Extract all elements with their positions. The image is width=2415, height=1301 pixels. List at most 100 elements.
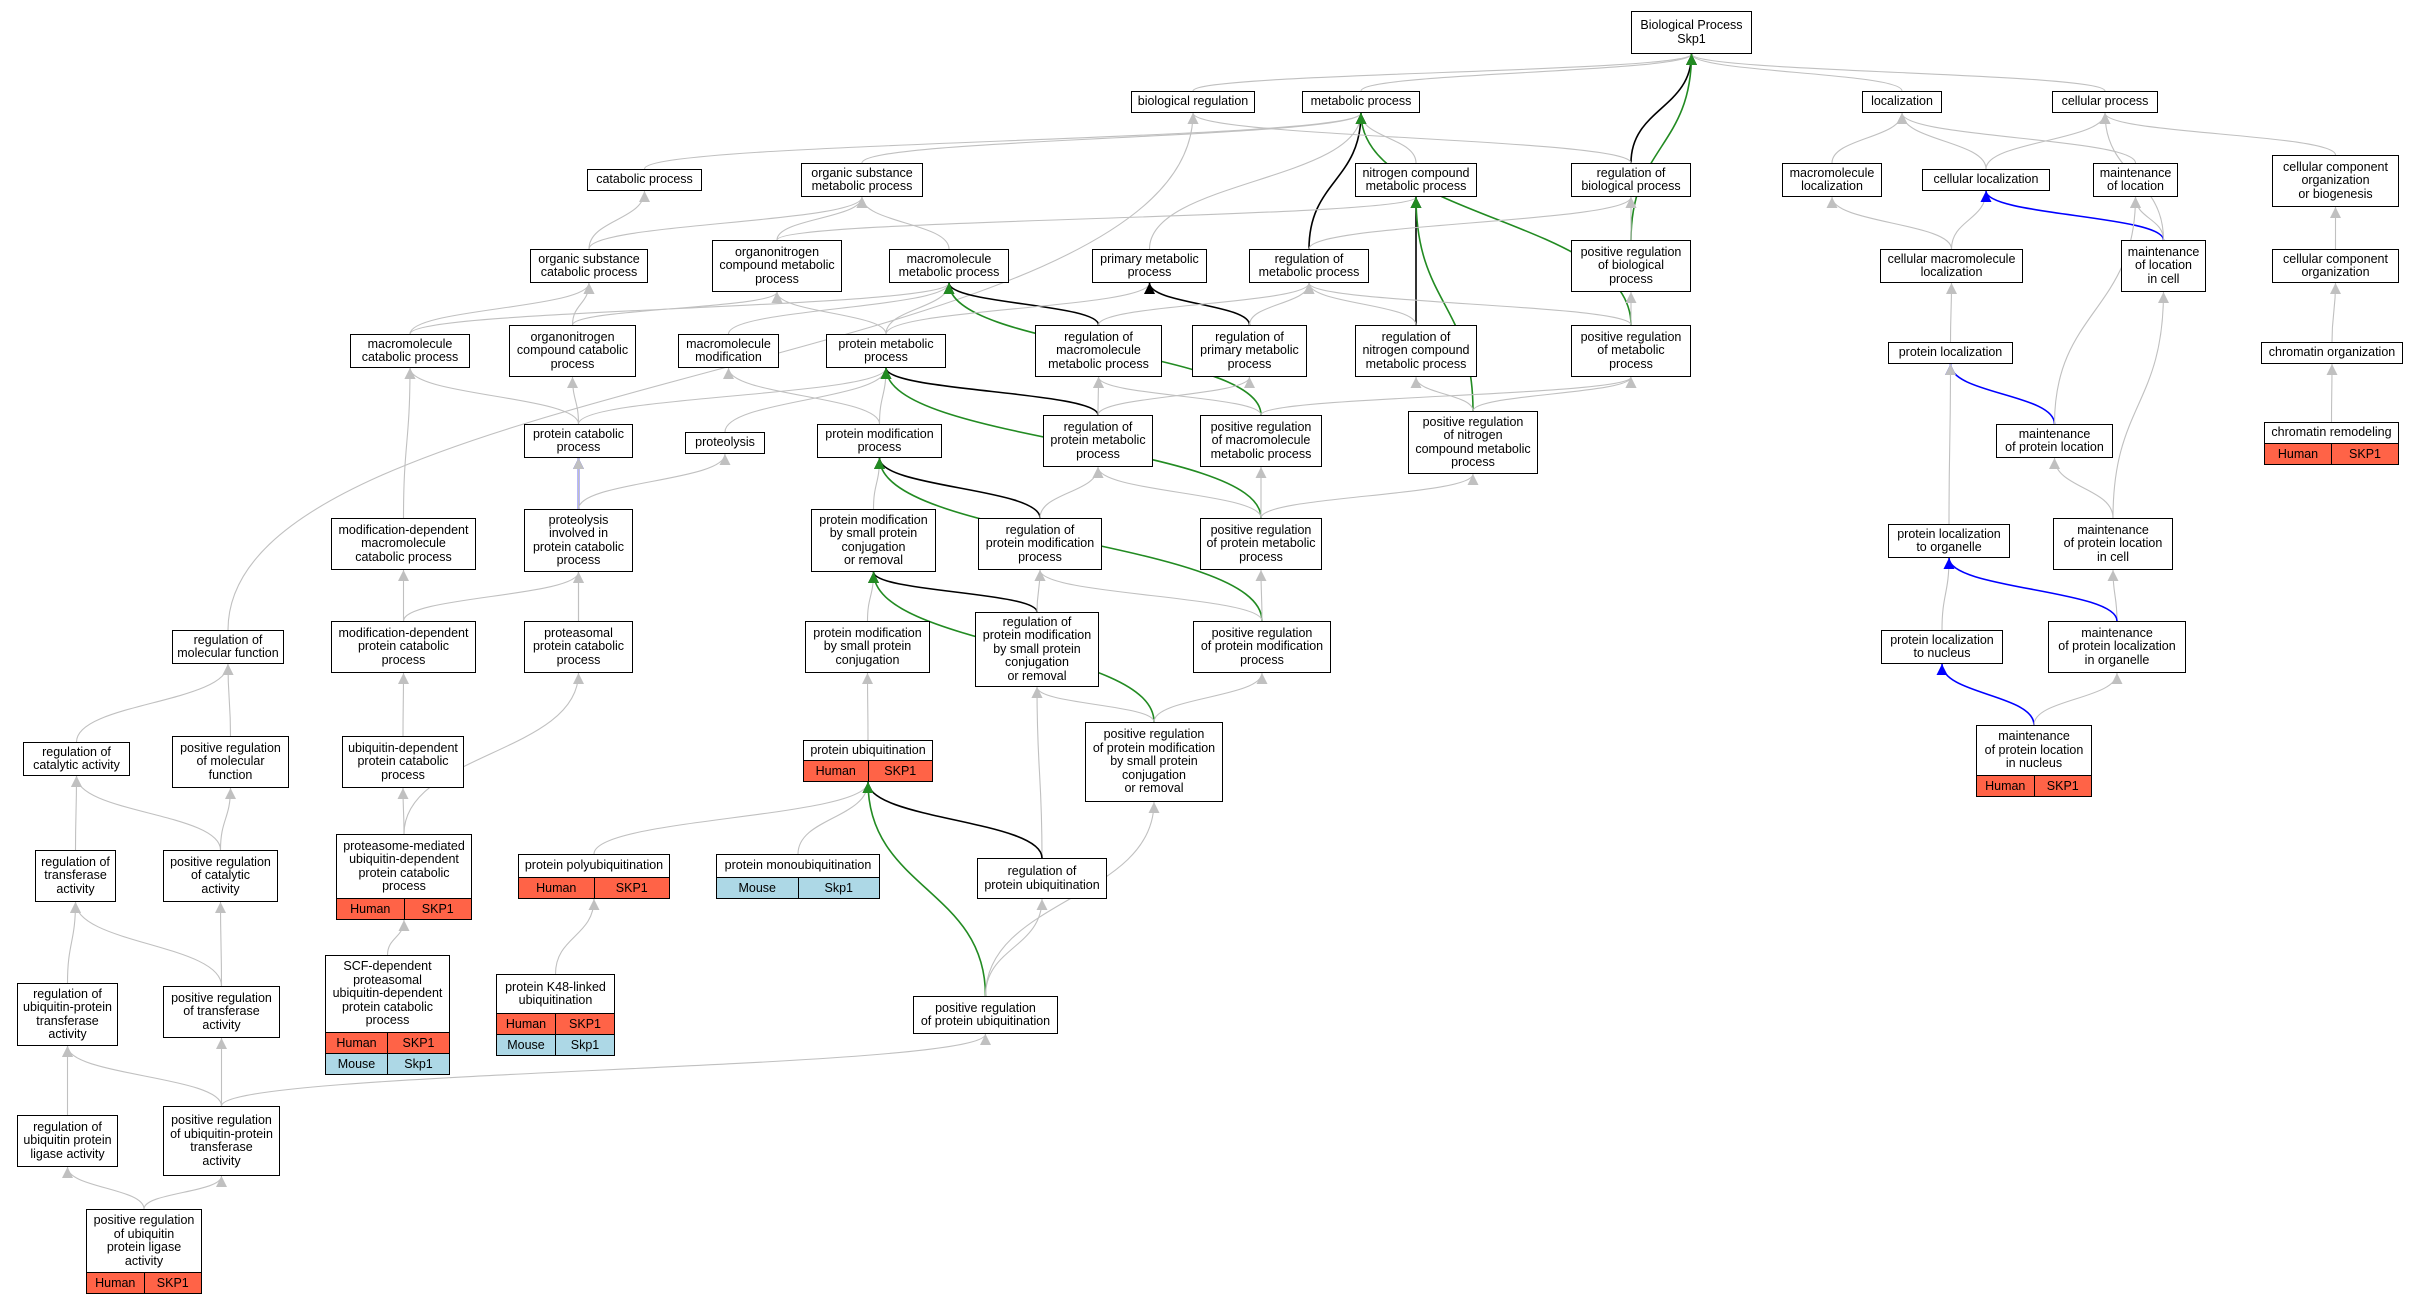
go-term-protlocorg: protein localization to organelle bbox=[1888, 524, 2010, 558]
go-term-macromet: macromolecule metabolic process bbox=[889, 249, 1009, 283]
go-term-chromorg: chromatin organization bbox=[2261, 342, 2403, 364]
go-term-label: positive regulation of molecular functio… bbox=[180, 740, 281, 782]
edge-posregubiqtrans-to-posregprotubiq bbox=[220, 1033, 991, 1107]
go-term-label: proteolysis involved in protein cataboli… bbox=[532, 512, 625, 567]
edge-regprotmodsmall-to-protmodsmall bbox=[868, 571, 1038, 613]
edge-cellmacroloc-to-macroloc bbox=[1826, 196, 1953, 250]
edge-regprotubiq-to-regprotmodsmall bbox=[1031, 686, 1043, 859]
go-term-posregprotmodsmall: positive regulation of protein modificat… bbox=[1085, 722, 1223, 802]
gene-name: SKP1 bbox=[555, 1014, 614, 1034]
edge-protcat-to-protmet bbox=[577, 367, 892, 425]
edge-posregmacromet-to-regmacromet bbox=[1093, 376, 1262, 416]
edge-regprotmodsmall-to-regprotmod bbox=[1034, 569, 1046, 613]
go-term-label: positive regulation of macromolecule met… bbox=[1210, 419, 1312, 461]
edge-organonit-to-orgsub bbox=[776, 196, 868, 241]
edge-posregnitro-to-posregmet bbox=[1472, 376, 1637, 412]
edge-chromremod-to-chromorg bbox=[2326, 363, 2338, 423]
edge-posregprotmet-to-posregnitro bbox=[1260, 473, 1479, 519]
go-term-label: maintenance of protein location bbox=[2005, 426, 2104, 454]
edge-ubdep-to-moddepprot bbox=[397, 672, 409, 737]
go-term-protcat: protein catabolic process bbox=[524, 424, 633, 458]
go-term-metab: metabolic process bbox=[1302, 91, 1420, 113]
species-name: Mouse bbox=[337, 1057, 376, 1071]
go-term-label: protein localization to nucleus bbox=[1890, 632, 1994, 660]
go-term-cellloc: cellular localization bbox=[1922, 169, 2050, 191]
go-term-label: positive regulation of ubiquitin protein… bbox=[93, 1213, 195, 1268]
go-term-label: positive regulation of biological proces… bbox=[1580, 244, 1682, 286]
species-name: Human bbox=[336, 1036, 377, 1050]
go-term-protmodconj: protein modification by small protein co… bbox=[805, 621, 930, 673]
go-term-label: regulation of molecular function bbox=[177, 632, 279, 660]
go-term-posregubiqlig: positive regulation of ubiquitin protein… bbox=[86, 1209, 202, 1294]
go-term-posregprotmod: positive regulation of protein modificat… bbox=[1193, 621, 1331, 673]
go-term-proteasomemed: proteasome-mediated ubiquitin-dependent … bbox=[336, 834, 472, 920]
species-name: Mouse bbox=[507, 1038, 545, 1052]
species-name: Mouse bbox=[738, 881, 777, 895]
edge-regprotmod-to-protmod bbox=[874, 457, 1041, 519]
go-term-label: positive regulation of protein modificat… bbox=[1200, 625, 1324, 667]
gene-name: Skp1 bbox=[797, 878, 880, 898]
gene-name: SKP1 bbox=[867, 761, 933, 781]
go-term-label: positive regulation of catalytic activit… bbox=[170, 854, 271, 896]
edge-orgsubcat-to-orgsub bbox=[588, 196, 868, 250]
go-term-label: biological regulation bbox=[1137, 94, 1249, 109]
edge-mainprotlocincell-to-mainlocincell bbox=[2112, 291, 2169, 519]
edge-protloc-to-cellmacroloc bbox=[1945, 282, 1957, 343]
edge-posregubiqlig-to-regubiqlig bbox=[62, 1166, 145, 1210]
edge-cellmacroloc-to-cellloc bbox=[1950, 190, 1992, 250]
edge-posregubiqtrans-to-regubiqtrans bbox=[62, 1045, 223, 1107]
edge-ccorgbio-to-cellproc bbox=[2099, 112, 2337, 156]
edge-regprotubiq-to-protubiq bbox=[862, 781, 1043, 859]
go-term-posregmolfunc: positive regulation of molecular functio… bbox=[172, 736, 289, 788]
go-term-label: organonitrogen compound catabolic proces… bbox=[516, 329, 629, 371]
edge-protlocnuc-to-protlocorg bbox=[1941, 557, 1955, 631]
go-term-label: Biological Process Skp1 bbox=[1640, 18, 1743, 46]
go-term-label: protein modification process bbox=[825, 426, 934, 454]
edge-mainprotlocorg-to-protlocorg bbox=[1943, 557, 2118, 622]
go-term-label: SCF-dependent proteasomal ubiquitin-depe… bbox=[332, 959, 443, 1028]
edge-protubiq-to-protmodconj bbox=[862, 672, 874, 741]
edge-regprimmet-to-regmet bbox=[1248, 282, 1315, 326]
edge-posregubiqlig-to-posregubiqtrans bbox=[143, 1175, 227, 1210]
edge-macroloc-to-local bbox=[1831, 112, 1908, 164]
edge-regnitro-to-regmet bbox=[1303, 282, 1417, 326]
go-term-regcat: regulation of catalytic activity bbox=[23, 742, 130, 776]
edge-catab-to-metab bbox=[643, 112, 1367, 170]
go-term-label: positive regulation of protein metabolic… bbox=[1206, 522, 1316, 564]
edge-posregprotubiq-to-posregprotmodsmall bbox=[984, 801, 1160, 997]
go-term-mainprotlocincell: maintenance of protein location in cell bbox=[2053, 518, 2173, 570]
edge-posregtrans-to-posregcat bbox=[215, 901, 227, 987]
edge-regtrans-to-regcat bbox=[70, 775, 82, 851]
go-term-label: regulation of nitrogen compound metaboli… bbox=[1362, 329, 1470, 371]
go-term-ubdep: ubiquitin-dependent protein catabolic pr… bbox=[342, 736, 464, 788]
edge-regbio-to-root bbox=[1630, 53, 1697, 164]
edge-metab-to-root bbox=[1360, 53, 1697, 92]
go-term-label: maintenance of protein localization in o… bbox=[2058, 625, 2176, 667]
go-term-label: regulation of macromolecule metabolic pr… bbox=[1048, 329, 1149, 371]
species-name: Human bbox=[95, 1276, 136, 1290]
edge-mainprotloc-to-mainloc bbox=[2053, 196, 2141, 425]
go-term-label: cellular process bbox=[2061, 94, 2149, 109]
go-term-macroloc: macromolecule localization bbox=[1782, 163, 1882, 197]
go-term-bioreg: biological regulation bbox=[1131, 91, 1255, 113]
go-term-regnitro: regulation of nitrogen compound metaboli… bbox=[1355, 325, 1477, 377]
edge-macromet-to-orgsub bbox=[856, 196, 950, 250]
edge-proteolysis-to-protmet bbox=[724, 367, 892, 433]
go-term-label: cellular localization bbox=[1933, 172, 2039, 187]
go-term-posregcat: positive regulation of catalytic activit… bbox=[163, 850, 278, 902]
go-term-label: nitrogen compound metabolic process bbox=[1362, 165, 1470, 193]
go-term-ccorgbio: cellular component organization or bioge… bbox=[2272, 155, 2399, 207]
go-term-regprotubiq: regulation of protein ubiquitination bbox=[977, 858, 1107, 899]
go-term-label: regulation of transferase activity bbox=[41, 854, 110, 896]
go-term-posregubiqtrans: positive regulation of ubiquitin-protein… bbox=[163, 1106, 280, 1176]
go-term-proteasomal: proteasomal protein catabolic process bbox=[524, 621, 633, 673]
edge-protmet-to-organonit bbox=[771, 291, 887, 335]
go-term-label: protein catabolic process bbox=[532, 426, 625, 454]
go-term-label: regulation of protein metabolic process bbox=[1050, 419, 1146, 461]
go-term-label: protein ubiquitination bbox=[810, 742, 926, 757]
